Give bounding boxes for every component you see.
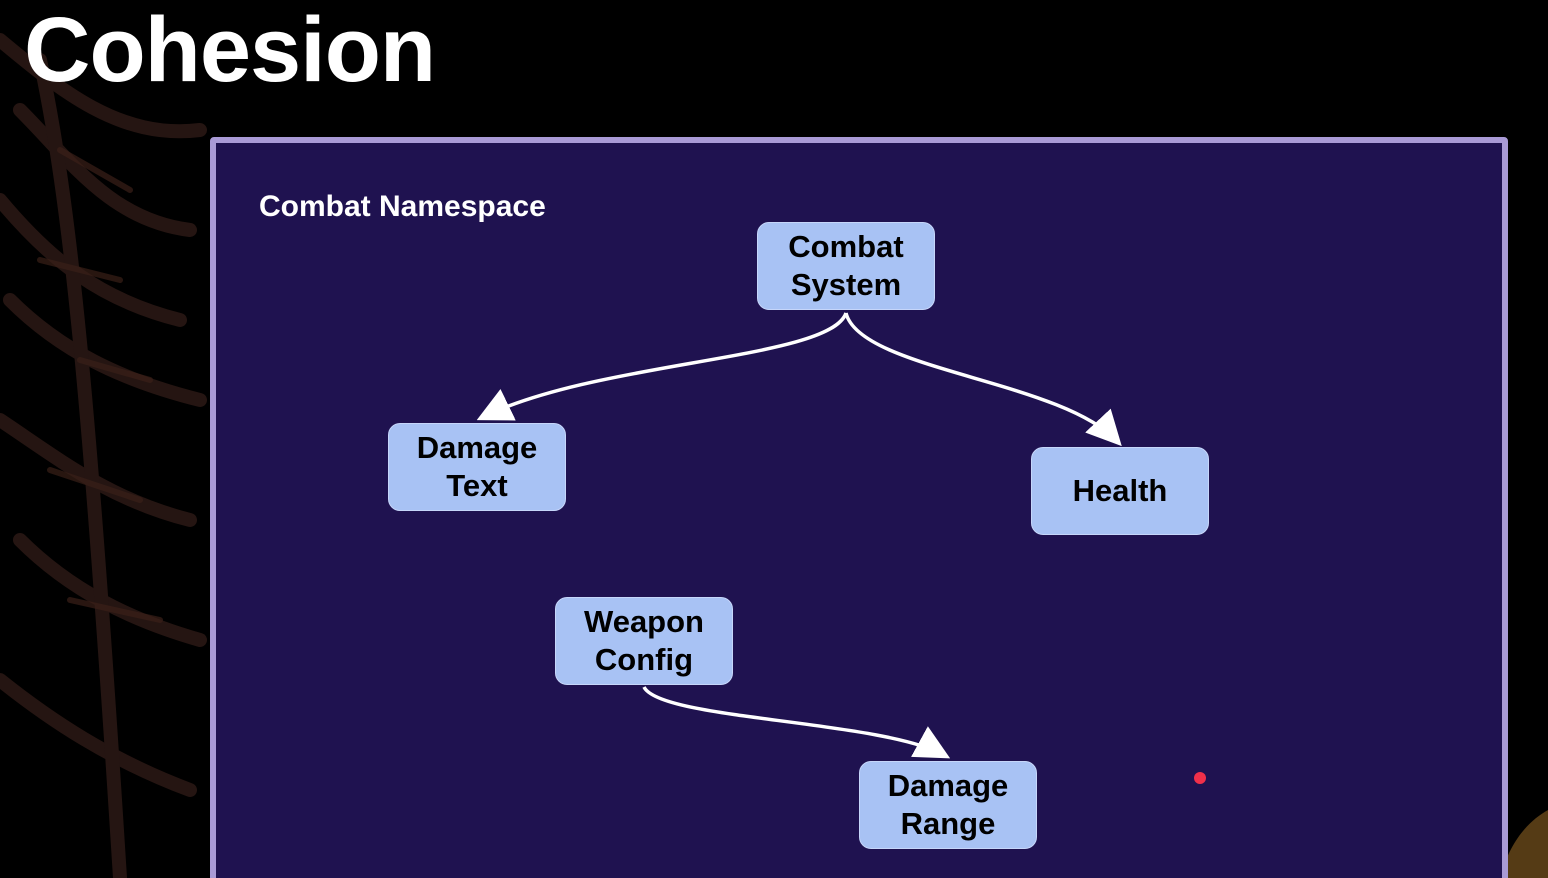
namespace-label: Combat Namespace: [259, 190, 546, 223]
node-damage-text[interactable]: Damage Text: [388, 423, 566, 511]
node-health[interactable]: Health: [1031, 447, 1209, 535]
node-damage-range[interactable]: Damage Range: [859, 761, 1037, 849]
node-weapon-config[interactable]: Weapon Config: [555, 597, 733, 685]
node-combat-system[interactable]: Combat System: [757, 222, 935, 310]
slide-title: Cohesion: [24, 0, 436, 101]
laser-pointer-dot: [1194, 772, 1206, 784]
